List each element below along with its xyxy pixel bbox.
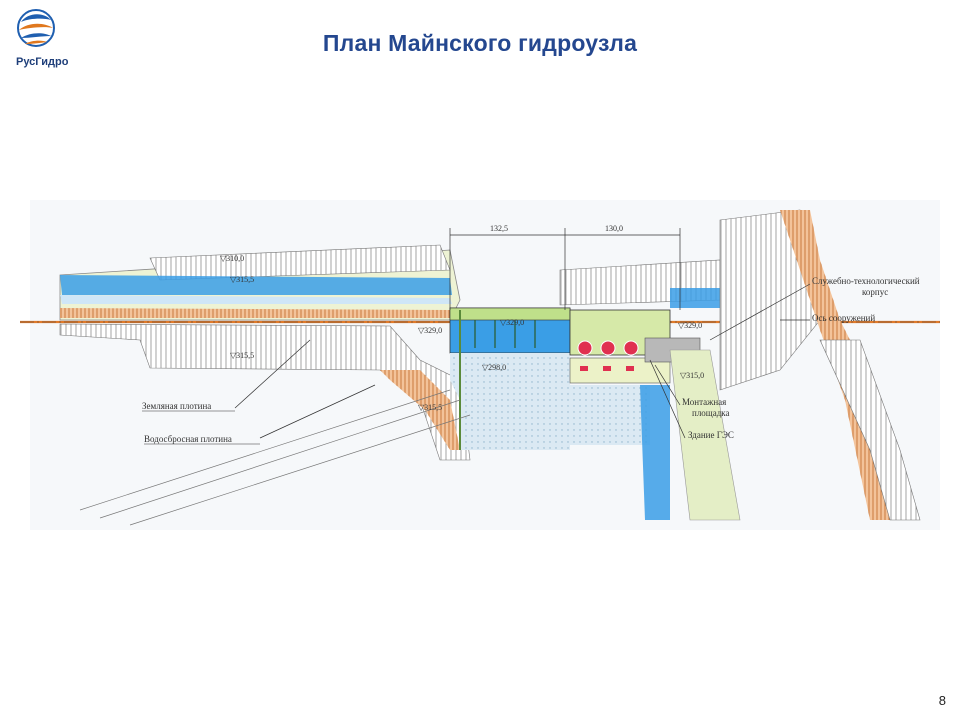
right-bank <box>559 209 921 521</box>
hpp-building <box>565 309 701 520</box>
label-assembly-area: Монтажная <box>682 397 726 407</box>
dimension-lines <box>449 228 681 310</box>
spillway-dam <box>449 307 571 450</box>
page-number: 8 <box>938 693 946 708</box>
label-hpp-building: Здание ГЭС <box>688 430 734 440</box>
rushydro-logo: РусГидро <box>8 6 88 76</box>
label-service-building: корпус <box>862 287 888 297</box>
tailrace-lines <box>79 389 471 526</box>
page-title: План Майнского гидроузла <box>322 30 638 56</box>
elevation-mark: ▽298,0 <box>482 363 506 372</box>
leader-lines <box>234 283 811 439</box>
label-earth-dam: Земляная плотина <box>142 401 211 411</box>
hydro-plan-drawing: 132,5 130,0 ▽310,0 ▽315,5 ▽315,5 ▽315,5 … <box>20 200 940 530</box>
elevation-mark: ▽329,0 <box>678 321 702 330</box>
turbine-unit <box>577 340 593 356</box>
elevation-mark: ▽315,5 <box>418 403 442 412</box>
dimension-label: 130,0 <box>605 224 623 233</box>
earth-dam <box>59 244 471 461</box>
turbine-unit <box>623 340 639 356</box>
elevation-mark: ▽310,0 <box>220 254 244 263</box>
logo-text: РусГидро <box>16 56 69 68</box>
elevation-mark: ▽315,5 <box>230 275 254 284</box>
elevation-mark: ▽315,0 <box>680 371 704 380</box>
label-structure-axis: Ось сооружений <box>812 313 875 323</box>
elevation-mark: ▽329,0 <box>500 318 524 327</box>
elevation-mark: ▽329,0 <box>418 326 442 335</box>
rushydro-logo-icon <box>17 9 55 47</box>
elevation-mark: ▽315,5 <box>230 351 254 360</box>
turbine-unit <box>600 340 616 356</box>
label-assembly-area: площадка <box>692 408 730 418</box>
dimension-label: 132,5 <box>490 224 508 233</box>
label-spillway-dam: Водосбросная плотина <box>144 434 232 444</box>
label-service-building: Служебно-технологический <box>812 276 920 286</box>
